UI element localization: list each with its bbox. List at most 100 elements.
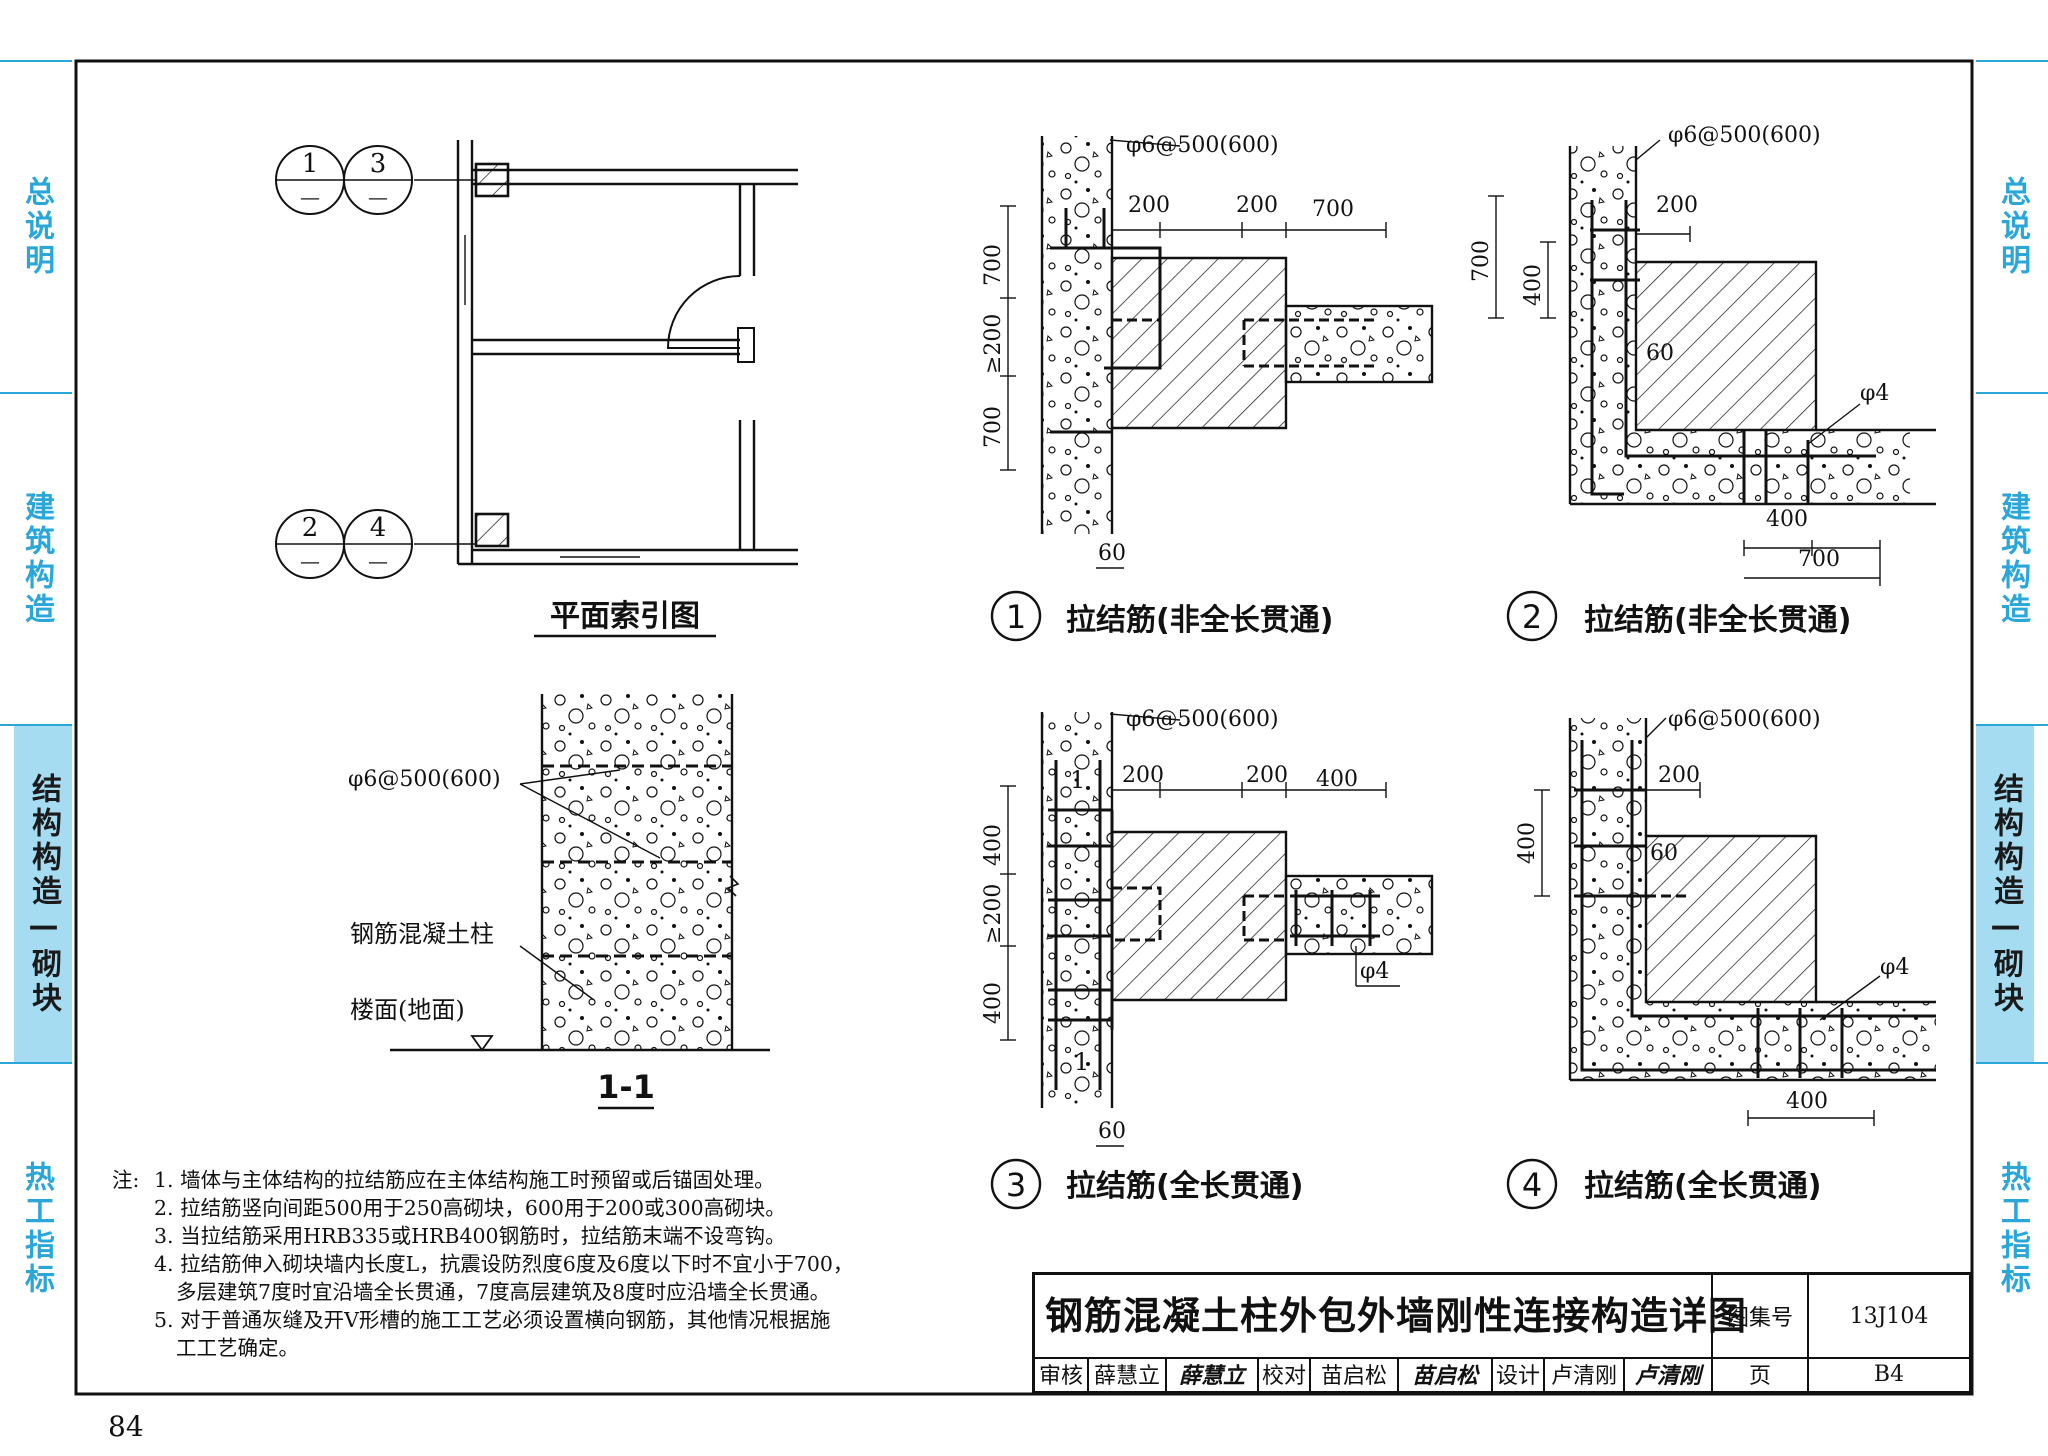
page-label: 页 (1711, 1357, 1807, 1391)
detail-4-caption: 拉结筋(全长贯通) (1584, 1169, 1821, 1204)
note-4: 4. 拉结筋伸入砌块墙内长度L，抗震设防烈度6度及6度以下时不宜小于700， (154, 1252, 854, 1276)
callout-1-top: 1 (302, 149, 319, 179)
tab-divider (0, 724, 72, 726)
detail-2-dim-v2: 400 (1521, 264, 1546, 306)
detail-4-dim-v1: 400 (1515, 822, 1540, 864)
designer-signature: 卢清刚 (1623, 1357, 1711, 1391)
reviewer-signature: 薛慧立 (1165, 1357, 1257, 1391)
detail-3-dim-c: 400 (1316, 767, 1358, 792)
detail-4-dim-angle: 60 (1650, 841, 1678, 866)
sheet-border (74, 59, 1974, 1396)
callout-4-bottom: — (368, 549, 388, 573)
detail-2 (1488, 139, 1936, 586)
section-1-1 (390, 694, 770, 1052)
detail-1-caption: 拉结筋(非全长贯通) (1066, 603, 1333, 638)
detail-4-number-circle (1506, 1158, 1558, 1210)
tab-structure-active[interactable]: 结构构造—砌块 (1976, 726, 2034, 1062)
plan-title: 平面索引图 (550, 599, 700, 634)
notes-block: 注: 1. 墙体与主体结构的拉结筋应在主体结构施工时预留或后锚固处理。 2. 拉… (112, 1166, 972, 1362)
detail-2-number-circle (1506, 590, 1558, 642)
checker-signature: 苗启松 (1397, 1357, 1491, 1391)
detail-3-dim-a: 200 (1122, 763, 1164, 788)
detail-2-dim-a: 200 (1656, 193, 1698, 218)
detail-3-number-circle (990, 1158, 1042, 1210)
detail-4-bar: φ4 (1880, 955, 1909, 980)
section-floor-label: 楼面(地面) (350, 996, 465, 1024)
reviewer-name: 薛慧立 (1087, 1357, 1165, 1391)
section-column-label: 钢筋混凝土柱 (350, 920, 494, 948)
detail-3-bar: φ4 (1360, 959, 1389, 984)
title-block-row-bottom: 审核 薛慧立 薛慧立 校对 苗启松 苗启松 设计 卢清刚 卢清刚 页 B4 (1035, 1357, 1969, 1391)
detail-2-dim-b1: 400 (1766, 507, 1808, 532)
section-rebar-label: φ6@500(600) (348, 767, 501, 792)
tab-general[interactable]: 总说明 (19, 176, 54, 278)
detail-2-caption: 拉结筋(非全长贯通) (1584, 603, 1851, 638)
detail-3-rebar: φ6@500(600) (1126, 707, 1279, 732)
detail-1-dim-v2: ≥200 (981, 314, 1006, 374)
detail-3-number: 3 (1006, 1166, 1026, 1204)
detail-3-dim-v2: ≥200 (981, 884, 1006, 944)
detail-2-rebar: φ6@500(600) (1668, 123, 1821, 148)
tab-thermal[interactable]: 热工指标 (19, 1161, 54, 1297)
detail-4-rebar: φ6@500(600) (1668, 707, 1821, 732)
page-code: B4 (1807, 1357, 1969, 1391)
detail-4-number: 4 (1522, 1166, 1542, 1204)
check-label: 校对 (1257, 1357, 1309, 1391)
detail-1-dim-v1: 700 (981, 244, 1006, 286)
detail-3 (1000, 712, 1434, 1147)
detail-4 (1534, 717, 1936, 1126)
section-title: 1-1 (597, 1068, 655, 1106)
tab-structure-active[interactable]: 结构构造—砌块 (14, 726, 72, 1062)
detail-3-dim-v3: 400 (981, 982, 1006, 1024)
tab-divider (0, 1062, 72, 1064)
callout-2-top: 2 (302, 513, 319, 543)
design-label: 设计 (1491, 1357, 1543, 1391)
note-1: 1. 墙体与主体结构的拉结筋应在主体结构施工时预留或后锚固处理。 (154, 1168, 775, 1192)
notes-lead: 注: (112, 1168, 140, 1192)
plan-index (414, 140, 798, 566)
callout-2-bottom: — (300, 549, 320, 573)
tab-divider (1976, 392, 2048, 394)
callout-3-top: 3 (370, 149, 387, 179)
detail-3-section-top: 1 (1070, 766, 1085, 794)
detail-1-dim-bottom: 60 (1098, 541, 1126, 566)
detail-1 (1000, 136, 1434, 569)
detail-1-dim-v3: 700 (981, 406, 1006, 448)
plan-callouts (275, 145, 413, 579)
drawing-title: 钢筋混凝土柱外包外墙刚性连接构造详图 (1045, 1294, 1748, 1338)
page-number: 84 (108, 1410, 144, 1443)
callout-4-top: 4 (370, 513, 387, 543)
atlas-number: 13J104 (1807, 1275, 1969, 1357)
callout-3-bottom: — (368, 185, 388, 209)
title-block: 钢筋混凝土柱外包外墙刚性连接构造详图 图集号 13J104 审核 薛慧立 薛慧立… (1032, 1272, 1972, 1394)
tab-general[interactable]: 总说明 (1995, 176, 2030, 278)
tab-divider (1976, 724, 2048, 726)
tab-divider (0, 60, 72, 62)
note-5: 5. 对于普通灰缝及开V形槽的施工工艺必须设置横向钢筋，其他情况根据施 (154, 1308, 831, 1332)
detail-1-number: 1 (1006, 598, 1026, 636)
note-3: 3. 当拉结筋采用HRB335或HRB400钢筋时，拉结筋末端不设弯钩。 (154, 1224, 786, 1248)
callout-1-bottom: — (300, 185, 320, 209)
note-5-cont: 工工艺确定。 (176, 1336, 299, 1360)
tab-architecture[interactable]: 建筑构造 (1995, 491, 2030, 627)
detail-2-dim-b2: 700 (1798, 547, 1840, 572)
detail-3-dim-b: 200 (1246, 763, 1288, 788)
note-4-cont: 多层建筑7度时宜沿墙全长贯通，7度高层建筑及8度时应沿墙全长贯通。 (176, 1280, 831, 1304)
tab-divider (1976, 60, 2048, 62)
detail-2-number: 2 (1522, 598, 1542, 636)
atlas-label: 图集号 (1711, 1275, 1807, 1357)
checker-name: 苗启松 (1309, 1357, 1397, 1391)
tab-divider (1976, 1062, 2048, 1064)
designer-name: 卢清刚 (1543, 1357, 1623, 1391)
tab-thermal[interactable]: 热工指标 (1995, 1161, 2030, 1297)
detail-1-dim-b: 200 (1236, 193, 1278, 218)
detail-1-number-circle (990, 590, 1042, 642)
detail-1-rebar: φ6@500(600) (1126, 133, 1279, 158)
detail-4-dim-b1: 400 (1786, 1089, 1828, 1114)
detail-1-dim-c: 700 (1312, 197, 1354, 222)
tab-divider (0, 392, 72, 394)
detail-4-dim-a: 200 (1658, 763, 1700, 788)
tab-architecture[interactable]: 建筑构造 (19, 491, 54, 627)
title-block-row-top: 钢筋混凝土柱外包外墙刚性连接构造详图 图集号 13J104 (1035, 1275, 1969, 1359)
